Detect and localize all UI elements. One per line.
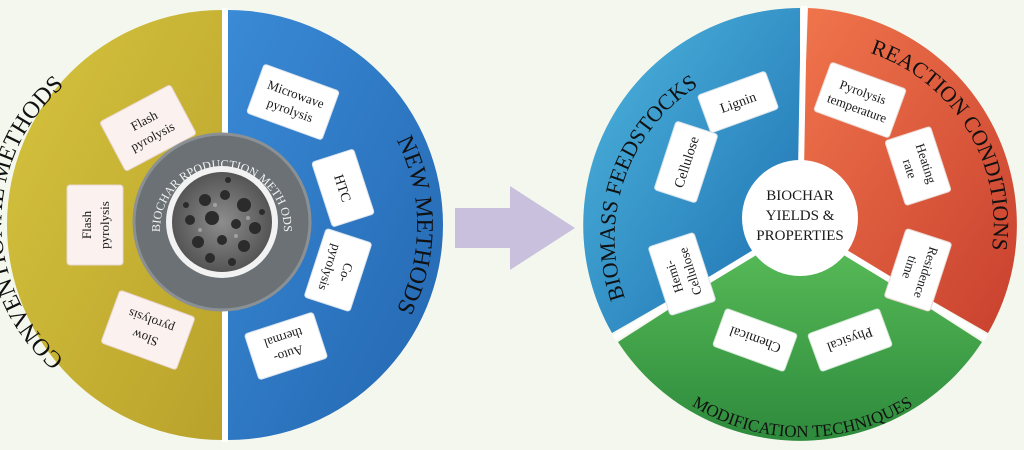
condition-card: Residence time (884, 228, 952, 312)
transition-arrow (455, 186, 575, 270)
center-label-line: PROPERTIES (756, 228, 843, 244)
new-method-card-line: Co- (336, 261, 356, 284)
feedstock-card: Cellulose (654, 121, 718, 203)
condition-card: Heating rate (884, 126, 952, 206)
arrow-shape (455, 186, 575, 270)
left-diagram: Flash pyrolysis Flash pyrolysis Slow pyr… (0, 8, 443, 442)
right-diagram: Lignin Cellulose Hemi- Cellulose Pyrolys… (583, 5, 1017, 441)
new-method-card: HTC (311, 149, 375, 227)
new-method-card: Microwave pyrolysis (246, 64, 340, 140)
center-label-line: BIOCHAR (766, 188, 834, 204)
new-method-card: Co- pyrolysis (304, 228, 372, 312)
modification-card: Chemical (712, 308, 798, 372)
conventional-card-line: Flash (79, 210, 94, 239)
center-label-line: YIELDS & (766, 208, 835, 224)
condition-card-line: time (899, 254, 920, 281)
conventional-card-line: pyrolysis (97, 201, 112, 249)
conventional-card: Flash pyrolysis (100, 85, 196, 171)
conventional-card: Flash pyrolysis (66, 184, 124, 266)
feedstock-card: Hemi- Cellulose (648, 232, 716, 316)
porous-biochar-image (172, 172, 272, 272)
modification-sector (618, 225, 982, 441)
new-method-card: Auto- thermal (244, 312, 328, 380)
conventional-card: Slow pyrolysis (101, 290, 195, 370)
modification-card: Physical (807, 308, 893, 372)
condition-card-line: rate (900, 157, 920, 180)
center-circle (742, 160, 858, 276)
feedstock-card: Lignin (697, 71, 779, 133)
